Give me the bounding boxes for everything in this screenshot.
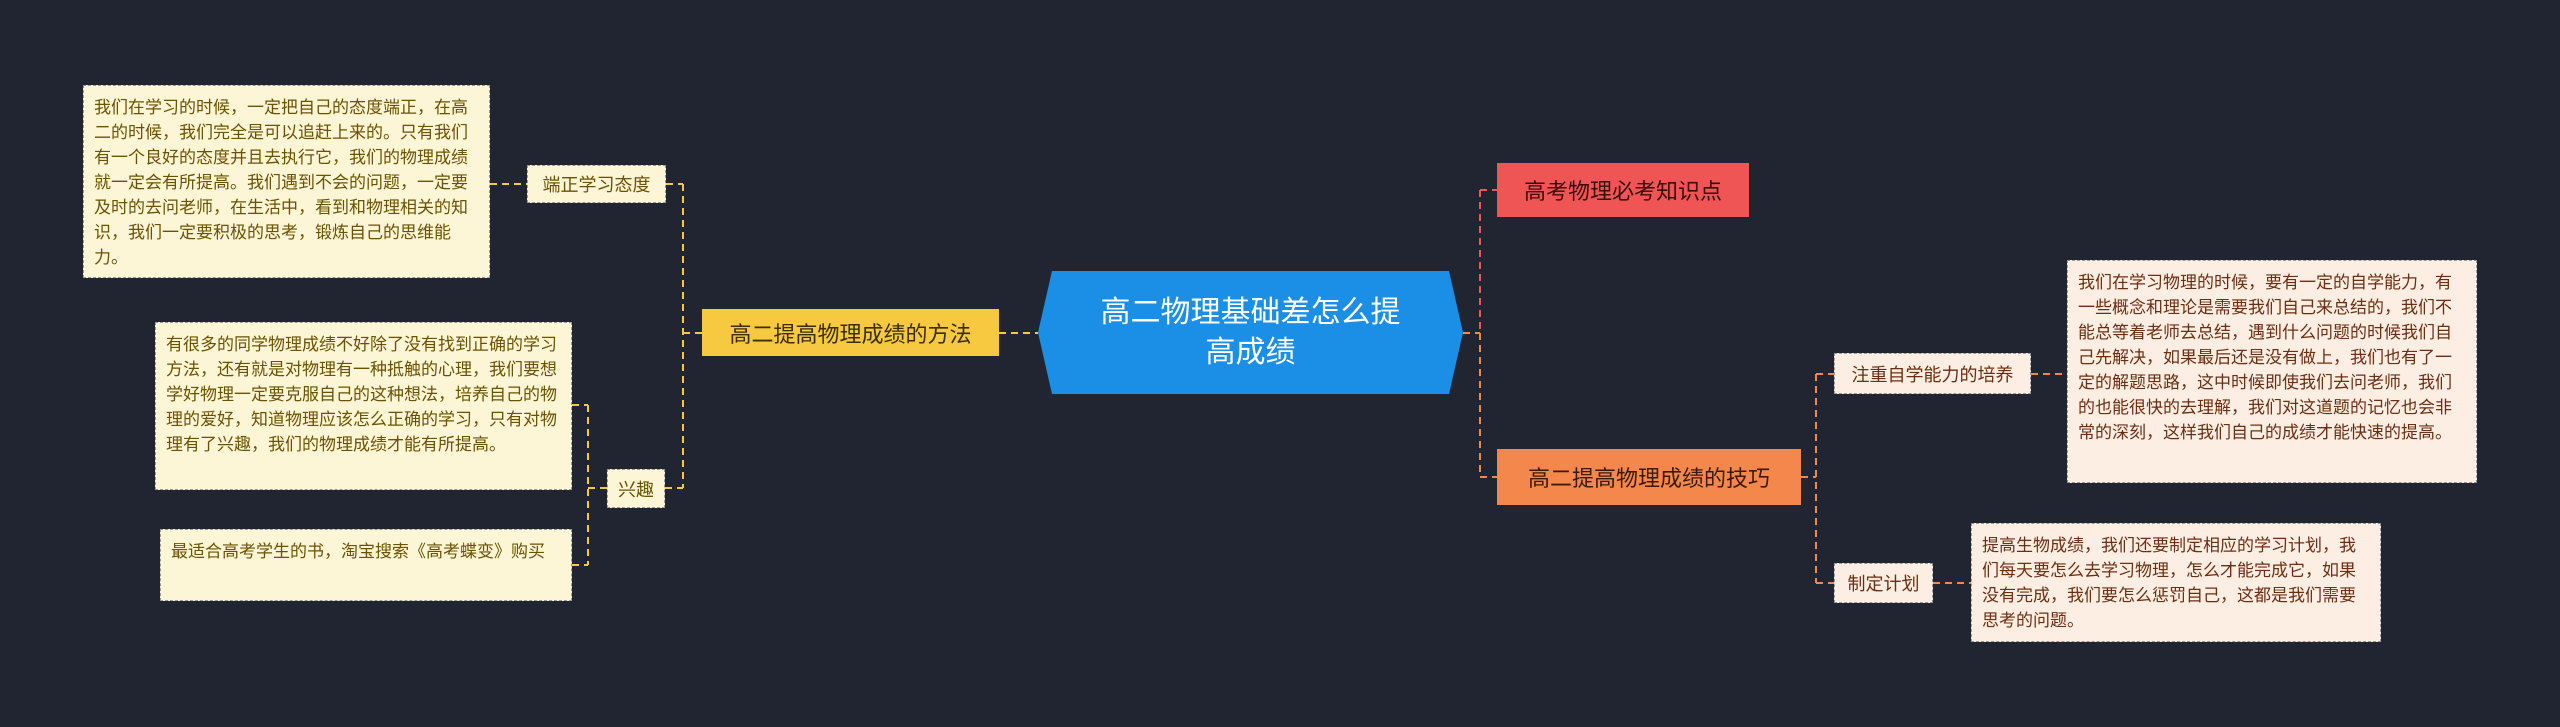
detail-plan: 提高生物成绩，我们还要制定相应的学习计划，我们每天要怎么去学习物理，怎么才能完成… xyxy=(1971,523,2381,642)
branch-key-points[interactable]: 高考物理必考知识点 xyxy=(1497,163,1749,217)
node-plan-label: 制定计划 xyxy=(1847,574,1920,595)
node-self-study[interactable]: 注重自学能力的培养 xyxy=(1834,353,2031,394)
detail-self-study: 我们在学习物理的时候，要有一定的自学能力，有一些概念和理论是需要我们自己来总结的… xyxy=(2067,260,2477,483)
central-topic-label: 高二物理基础差怎么提高成绩 xyxy=(1100,294,1401,370)
node-self-study-label: 注重自学能力的培养 xyxy=(1851,364,2014,386)
central-topic[interactable]: 高二物理基础差怎么提高成绩 xyxy=(1038,271,1463,394)
node-interest-label: 兴趣 xyxy=(618,479,654,501)
branch-key-points-label: 高考物理必考知识点 xyxy=(1523,180,1722,205)
node-plan[interactable]: 制定计划 xyxy=(1834,563,1933,603)
node-attitude-label: 端正学习态度 xyxy=(542,175,651,196)
branch-methods[interactable]: 高二提高物理成绩的方法 xyxy=(702,309,999,356)
branch-methods-label: 高二提高物理成绩的方法 xyxy=(729,322,972,348)
branch-techniques[interactable]: 高二提高物理成绩的技巧 xyxy=(1497,449,1801,505)
branch-techniques-label: 高二提高物理成绩的技巧 xyxy=(1527,467,1770,492)
detail-attitude: 我们在学习的时候，一定把自己的态度端正，在高二的时候，我们完全是可以追赶上来的。… xyxy=(83,85,490,278)
node-attitude[interactable]: 端正学习态度 xyxy=(527,165,666,203)
detail-book-ad: 最适合高考学生的书，淘宝搜索《高考蝶变》购买 xyxy=(160,529,572,601)
node-interest[interactable]: 兴趣 xyxy=(607,469,665,508)
detail-interest: 有很多的同学物理成绩不好除了没有找到正确的学习方法，还有就是对物理有一种抵触的心… xyxy=(155,322,572,490)
